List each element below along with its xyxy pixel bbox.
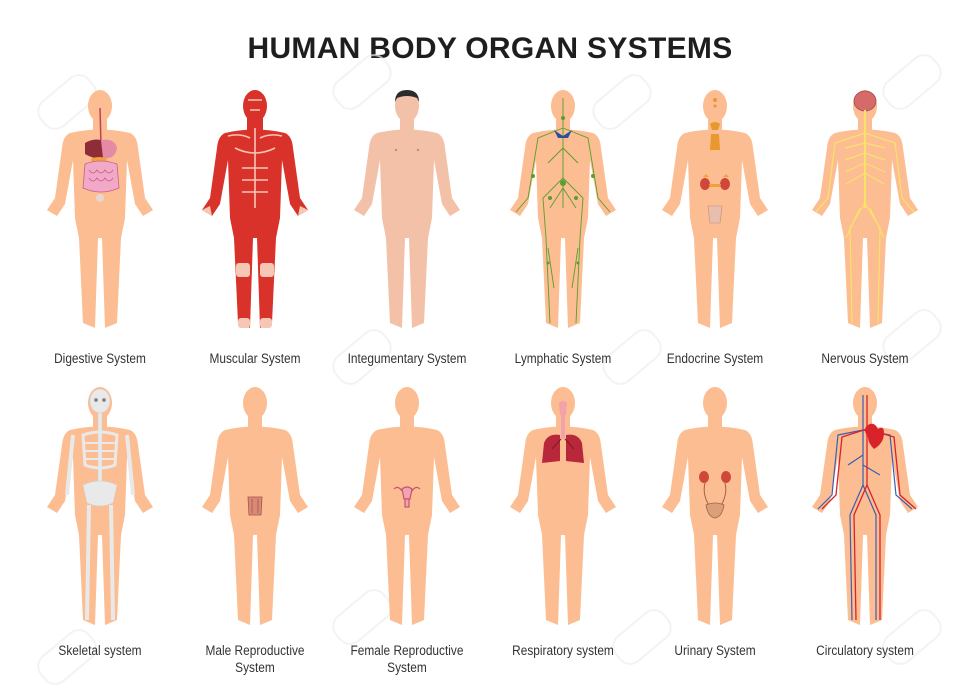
label-lymphatic-system: Lymphatic System xyxy=(514,351,612,366)
heart-icon xyxy=(865,423,884,449)
muscle-body xyxy=(202,90,308,328)
label-urinary-system: Urinary System xyxy=(674,643,756,658)
label-endocrine-system: Endocrine System xyxy=(666,351,764,366)
label-male-reproductive-system: Male Reproductive System xyxy=(180,642,330,676)
figure-urinary-system xyxy=(640,385,790,635)
figure-integumentary-system xyxy=(332,88,482,338)
figure-male-reproductive-system xyxy=(180,385,330,635)
thoracic-duct-icon xyxy=(554,130,572,138)
label-line-2: System xyxy=(387,660,427,675)
body-silhouette xyxy=(662,387,768,625)
uterus-icon xyxy=(393,486,421,508)
figure-muscular-system xyxy=(180,88,330,338)
label-nervous-system: Nervous System xyxy=(821,351,909,366)
label-female-reproductive-system: Female Reproductive System xyxy=(332,642,482,676)
label-muscular-system: Muscular System xyxy=(209,351,301,366)
figure-lymphatic-system xyxy=(488,88,638,338)
body-silhouette xyxy=(202,387,308,625)
figure-endocrine-system xyxy=(640,88,790,338)
brain-icon xyxy=(853,90,877,112)
endocrine-glands-icon xyxy=(700,98,730,224)
skin-body xyxy=(354,90,460,328)
body-silhouette xyxy=(812,387,918,625)
lymph-vessels-icon xyxy=(515,98,611,324)
body-silhouette xyxy=(354,387,460,625)
nerves-icon xyxy=(815,110,915,324)
figure-skeletal-system xyxy=(25,385,175,635)
skeleton-icon xyxy=(65,388,135,621)
figure-nervous-system xyxy=(790,88,940,338)
kidneys-bladder-icon xyxy=(699,471,731,519)
label-line-1: Male Reproductive xyxy=(205,643,305,658)
label-circulatory-system: Circulatory system xyxy=(816,643,914,658)
digestive-organs-icon xyxy=(82,107,120,202)
figure-digestive-system xyxy=(25,88,175,338)
figure-circulatory-system xyxy=(790,385,940,635)
figure-female-reproductive-system xyxy=(332,385,482,635)
page-title: HUMAN BODY ORGAN SYSTEMS xyxy=(247,32,733,65)
body-silhouette xyxy=(47,90,153,328)
label-integumentary-system: Integumentary System xyxy=(347,351,467,366)
label-line-2: System xyxy=(235,660,275,675)
male-reproductive-organs-icon xyxy=(247,496,263,516)
label-line-1: Female Reproductive xyxy=(350,643,464,658)
figure-respiratory-system xyxy=(488,385,638,635)
hair-icon xyxy=(395,90,419,102)
label-respiratory-system: Respiratory system xyxy=(512,643,614,658)
lungs-icon xyxy=(542,401,584,463)
tendon-lines-icon xyxy=(227,99,283,208)
label-digestive-system: Digestive System xyxy=(54,351,146,366)
label-skeletal-system: Skeletal system xyxy=(58,643,142,658)
